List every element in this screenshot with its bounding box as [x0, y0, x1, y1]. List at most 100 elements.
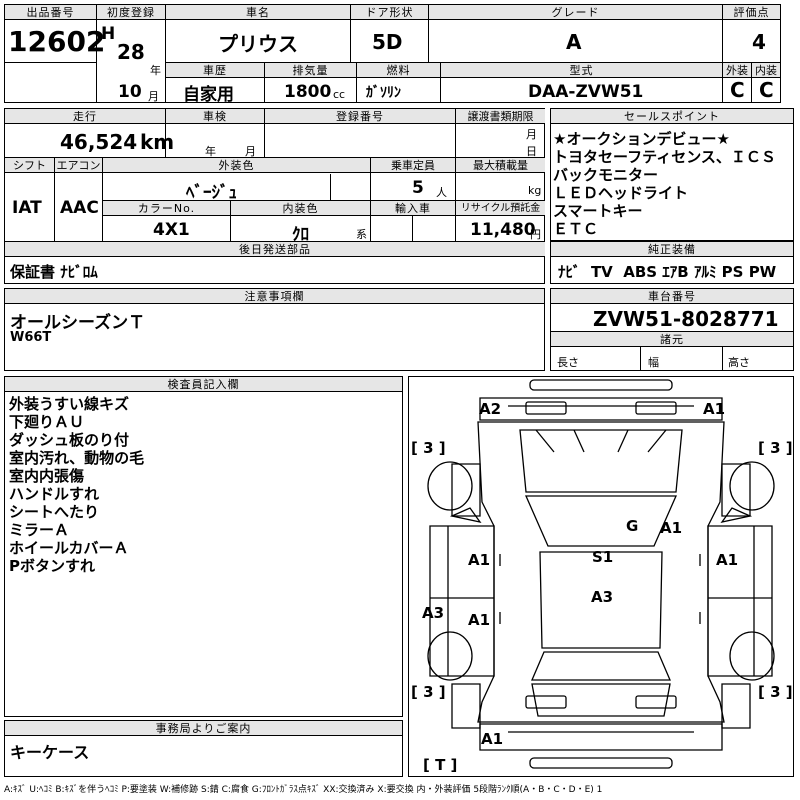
later-parts-label: 後日発送部品: [5, 242, 545, 257]
ac-label: エアコン: [55, 158, 102, 173]
damage-mark: A1: [716, 551, 739, 569]
color-no-label: カラーNo.: [103, 201, 230, 216]
notes-line: W66T: [10, 330, 52, 345]
grade: A: [566, 30, 582, 54]
km-unit: km: [140, 130, 175, 154]
inspection-year-unit: 年: [205, 145, 216, 158]
legend: A:ｷｽﾞ U:ﾍｺﾐ B:ｷｽﾞを伴うﾍｺﾐ P:要塗装 W:補修跡 S:錆 …: [4, 785, 603, 795]
equipment-list: ﾅﾋﾞ TV ABS ｴｱB ｱﾙﾐ PS PW: [558, 263, 777, 281]
ext-color-label: 外装色: [103, 158, 370, 173]
inspector-line: 室内内張傷: [9, 467, 85, 485]
month-unit: 月: [148, 90, 159, 103]
damage-mark: A1: [468, 551, 491, 569]
fuel-label: 燃料: [357, 63, 440, 78]
recycle-label: リサイクル預託金: [456, 201, 545, 216]
office-text: キーケース: [10, 743, 90, 762]
fuel: ｶﾞｿﾘﾝ: [366, 85, 401, 101]
transfer-label: 譲渡書類期限: [456, 109, 545, 124]
lot-number: 12602: [8, 25, 106, 58]
score-label: 評価点: [723, 5, 780, 20]
mileage: 46,524: [60, 130, 138, 154]
tire-mark: [ 3 ]: [758, 683, 793, 701]
door-label: ドア形状: [351, 5, 428, 20]
damage-mark: A3: [591, 588, 614, 606]
mileage-label: 走行: [5, 109, 165, 124]
car-diagram-box: [408, 376, 794, 777]
recycle-fee: 11,480: [470, 220, 536, 240]
sales-point: ＥＴＣ: [553, 220, 599, 238]
reg-no-label: 登録番号: [265, 109, 455, 124]
grade-label: グレード: [429, 5, 722, 20]
capacity: 5: [412, 178, 424, 198]
damage-mark: A2: [479, 400, 502, 418]
exterior-label: 外装: [723, 63, 751, 78]
damage-mark: S1: [592, 548, 614, 566]
score: 4: [752, 30, 766, 54]
transfer-day-unit: 日: [526, 145, 537, 158]
inspector-line: シートへたり: [9, 503, 100, 521]
ac: AAC: [60, 198, 99, 218]
int-color: ｸﾛ: [292, 225, 309, 245]
inspection-label: 車検: [166, 109, 264, 124]
reg-month: 10: [118, 82, 142, 102]
chassis-label: 車台番号: [551, 289, 793, 304]
lot-label: 出品番号: [5, 5, 96, 20]
inspector-lines: 外装うすい線キズ 下廻りＡＵ ダッシュ板のり付 室内汚れ、動物の毛 室内内張傷 …: [9, 395, 144, 575]
spec-height: 高さ: [728, 356, 750, 369]
history: 自家用: [183, 85, 234, 105]
model: DAA-ZVW51: [528, 82, 644, 102]
inspector-line: ダッシュ板のり付: [9, 431, 130, 449]
cc-unit: cc: [333, 88, 346, 101]
inspector-line: ミラーＡ: [9, 521, 70, 539]
damage-mark: A1: [481, 730, 504, 748]
tire-mark: [ 3 ]: [411, 439, 446, 457]
shift-label: シフト: [5, 158, 54, 173]
transfer-month-unit: 月: [526, 128, 537, 141]
sales-point: トヨタセーフティセンス、ＩＣＳ: [553, 148, 776, 166]
spec-width: 幅: [648, 356, 659, 369]
import-label: 輸入車: [371, 201, 455, 216]
sales-points-label: セールスポイント: [551, 109, 793, 124]
damage-mark: A1: [703, 400, 726, 418]
inspector-box: [4, 376, 403, 717]
sales-point: ＬＥＤヘッドライト: [553, 184, 689, 202]
interior-label: 内装: [752, 63, 780, 78]
shift: IAT: [12, 198, 42, 218]
sales-point: ★オークションデビュー★: [553, 130, 730, 148]
year-unit: 年: [150, 64, 161, 77]
history-label: 車歴: [166, 63, 264, 78]
notes-label: 注意事項欄: [5, 289, 544, 304]
equipment-label: 純正装備: [551, 242, 793, 257]
sales-points-box: [550, 108, 794, 241]
inspection-month-unit: 月: [245, 145, 256, 158]
int-color-label: 内装色: [231, 201, 370, 216]
load-label: 最大積載量: [456, 158, 545, 173]
person-unit: 人: [436, 186, 447, 199]
damage-mark: A1: [468, 611, 491, 629]
inspector-line: 外装うすい線キズ: [9, 395, 130, 413]
inspector-line: 室内汚れ、動物の毛: [9, 449, 145, 467]
capacity-label: 乗車定員: [371, 158, 455, 173]
tire-mark: [ T ]: [423, 756, 458, 774]
reg-year: 28: [117, 40, 145, 64]
damage-mark: A1: [660, 519, 683, 537]
inspector-line: ホイールカバーＡ: [9, 539, 129, 557]
model-label: 型式: [441, 63, 722, 78]
kg-unit: kg: [528, 184, 542, 197]
sales-point: スマートキー: [553, 202, 643, 220]
spec-length: 長さ: [557, 356, 579, 369]
header-grid: [4, 4, 781, 103]
notes-line: オールシーズンＴ: [10, 313, 146, 333]
era: H: [101, 24, 116, 44]
ext-color: ﾍﾞｰｼﾞｭ: [186, 183, 237, 203]
car-name-label: 車名: [166, 5, 350, 20]
car-diagram: [427, 379, 775, 769]
inspector-line: Pボタンすれ: [9, 557, 95, 575]
displacement-label: 排気量: [265, 63, 356, 78]
inspector-line: 下廻りＡＵ: [9, 413, 85, 431]
chassis-number: ZVW51-8028771: [593, 307, 779, 331]
office-label: 事務局よりご案内: [5, 721, 402, 736]
sales-points-list: ★オークションデビュー★ トヨタセーフティセンス、ＩＣＳ バックモニター ＬＥＤ…: [553, 130, 776, 238]
yen-unit: 円: [530, 228, 541, 241]
damage-mark: A3: [422, 604, 445, 622]
